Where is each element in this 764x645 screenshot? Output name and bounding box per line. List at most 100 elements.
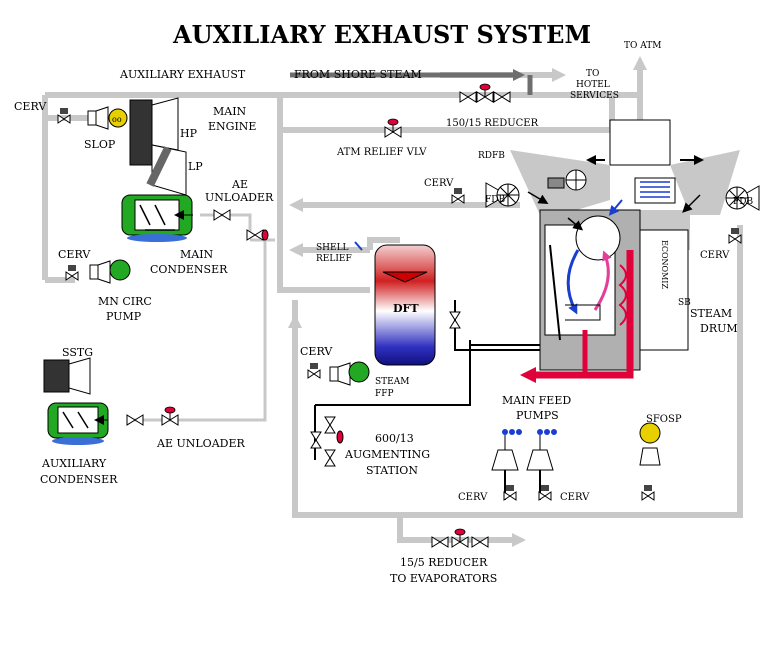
sb-label: SB [678,298,691,308]
fdb-left-label: FDB [485,195,505,205]
aux-condenser [47,402,109,445]
to-hotel-label-1: TO [586,69,599,79]
main-engine [129,97,187,196]
steam-ffp-label-1: STEAM [375,377,409,387]
fdb-right-label: FDB [733,197,753,207]
dft-outlet-valve[interactable] [449,311,461,329]
sstg-label: SSTG [62,346,93,359]
aug-valve-2[interactable] [324,416,336,434]
economizer-label: ECONOMIZ [660,240,669,289]
mn-circ-pump-icon [109,259,131,281]
aug-control-icon [336,430,344,444]
cerv-mfp-right-label: CERV [560,492,590,503]
feed-red-arrow [520,250,634,383]
evap-label-2: TO EVAPORATORS [390,572,497,585]
cerv-ffp-label: CERV [300,345,333,358]
cerv-ffp-valve[interactable] [307,362,321,379]
return-loop [288,225,743,518]
blue-downcomer-arrow [566,249,580,315]
to-hotel-label-2: HOTEL [576,80,610,90]
main-feed-pump-2 [526,429,557,471]
rdfb-icon [547,169,587,191]
sfosp-pump [639,422,661,466]
to-atm-label: TO ATM [624,41,661,51]
main-engine-label-2: ENGINE [208,120,256,133]
dft-supply-pipe [277,95,370,293]
blue-arrow-drum [608,199,623,216]
cerv-fdb-label: CERV [424,178,454,189]
steam-ffp-label-2: FFP [375,389,394,399]
sstg [43,357,91,395]
from-shore-steam-label: FROM SHORE STEAM [294,68,422,81]
cerv-sfosp-valve[interactable] [641,484,655,501]
aug-valve-1[interactable] [310,431,322,449]
steam-drum-label-2: DRUM [700,322,738,335]
to-hotel-label-3: SERVICES [570,91,619,101]
slop-pump: oo [108,108,128,128]
evap-valve-2[interactable] [451,528,469,548]
main-cond-label-1: MAIN [180,248,214,261]
mn-circ-label-2: PUMP [106,310,142,323]
economizer-coil [634,177,676,204]
augmenting-label-3: STATION [366,464,418,477]
mn-circ-turbine-icon [89,260,111,284]
ae-unloader-valve-1[interactable] [213,209,231,221]
lp-label: LP [188,160,203,173]
cerv-right-label: CERV [700,250,730,261]
fdb-right-icon [725,185,760,211]
cerv-top-left-label: CERV [14,100,47,113]
flame-arrow-2 [527,191,549,205]
aux-exhaust-label: AUXILIARY EXHAUST [119,68,246,81]
ae-unloader-low-label: AE UNLOADER [156,437,245,450]
steam-drum-label-1: STEAM [690,307,732,320]
ae-unloader-pipe [200,213,252,235]
flame-arrow-3 [682,194,701,213]
ffp-turbine-icon [329,362,351,386]
augmenting-label-2: AUGMENTING [344,448,430,461]
shore-valve-2[interactable] [476,83,494,103]
aux-unloader-valve-2[interactable] [161,406,179,426]
flame-arrow-1 [567,217,584,231]
mn-circ-label-1: MN CIRC [98,295,152,308]
main-feed-label-2: PUMPS [516,409,559,422]
evap-label-1: 15/5 REDUCER [400,556,488,569]
aug-valve-3[interactable] [324,449,336,467]
sfosp-label: SFOSP [646,414,682,425]
aug-supply-line [315,340,471,406]
ae-unloader-valve-2[interactable] [246,229,269,241]
ae-unloader-label-2: UNLOADER [205,191,274,204]
diagram-title: AUXILIARY EXHAUST SYSTEM [172,20,592,49]
shell-relief-pipe [367,237,400,250]
superheater-coil [618,264,627,326]
hp-label: HP [180,127,198,140]
rdfb-label: RDFB [478,151,505,161]
svg-text:oo: oo [112,115,122,124]
shell-relief-label-1: SHELL [316,243,349,253]
atm-relief-label: ATM RELIEF VLV [336,147,427,158]
aux-cond-label-2: CONDENSER [40,473,118,486]
augmenting-label-1: 600/13 [375,432,414,445]
main-condenser [121,194,193,242]
reducer-150-label: 150/15 REDUCER [446,118,539,129]
shell-relief-valve[interactable] [354,241,363,251]
evaporator-pipe [397,515,526,547]
burner-element [565,304,601,321]
main-feed-label-1: MAIN FEED [502,394,571,407]
shell-relief-label-2: RELIEF [316,254,352,264]
cerv-mfp-left-label: CERV [458,492,488,503]
main-feed-pump-1 [491,429,522,471]
steam-drum [575,215,621,261]
slop-label: SLOP [84,138,116,151]
main-engine-label-1: MAIN [213,105,247,118]
cerv-circ-label: CERV [58,248,91,261]
aux-cond-label-1: AUXILIARY [41,457,107,470]
ffp-pump-icon [348,361,370,383]
dft-label: DFT [393,302,419,315]
atm-relief-valve[interactable] [384,118,402,138]
slop-turbine-icon [87,106,109,130]
cerv-fdb-valve[interactable] [451,187,465,204]
dft-out-line [454,300,545,351]
ae-unloader-label-1: AE [231,178,248,191]
aux-unloader-valve-1[interactable] [126,414,144,426]
